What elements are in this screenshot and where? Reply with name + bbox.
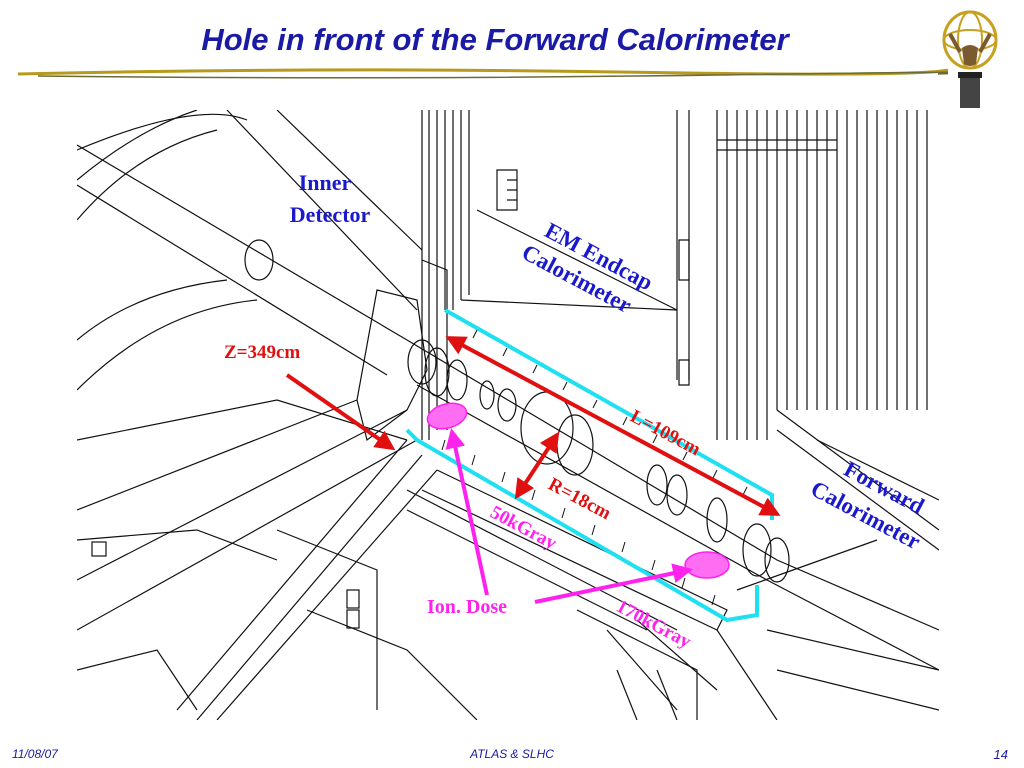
radius-label: R=18cm xyxy=(545,474,615,524)
z-position-label: Z=349cm xyxy=(224,342,300,363)
ion-dose-label: Ion. Dose xyxy=(427,596,507,618)
forward-calorimeter-diagram: Inner Detector EM Endcap Calorimeter Z=3… xyxy=(77,110,939,720)
atlas-logo xyxy=(942,10,998,108)
dose-arrow-left xyxy=(445,428,489,596)
footer-title: ATLAS & SLHC xyxy=(470,747,554,761)
dose-arrow-right xyxy=(534,563,693,604)
radius-arrow xyxy=(514,431,560,500)
dose-left-label: 50kGray xyxy=(487,502,561,554)
title-underline xyxy=(18,68,948,79)
z-position-arrow xyxy=(285,373,396,451)
dose-right-label: 170kGray xyxy=(613,596,695,653)
page-number: 14 xyxy=(993,747,1008,762)
engineering-drawing xyxy=(77,110,939,720)
length-arrow xyxy=(445,336,781,516)
inner-detector-label: Detector xyxy=(290,202,371,227)
dose-spot-right xyxy=(684,551,730,579)
footer-date: 11/08/07 xyxy=(12,747,58,761)
slide-title: Hole in front of the Forward Calorimeter xyxy=(201,22,789,57)
inner-detector-label: Inner xyxy=(299,170,352,195)
dose-spot-left xyxy=(426,402,468,430)
